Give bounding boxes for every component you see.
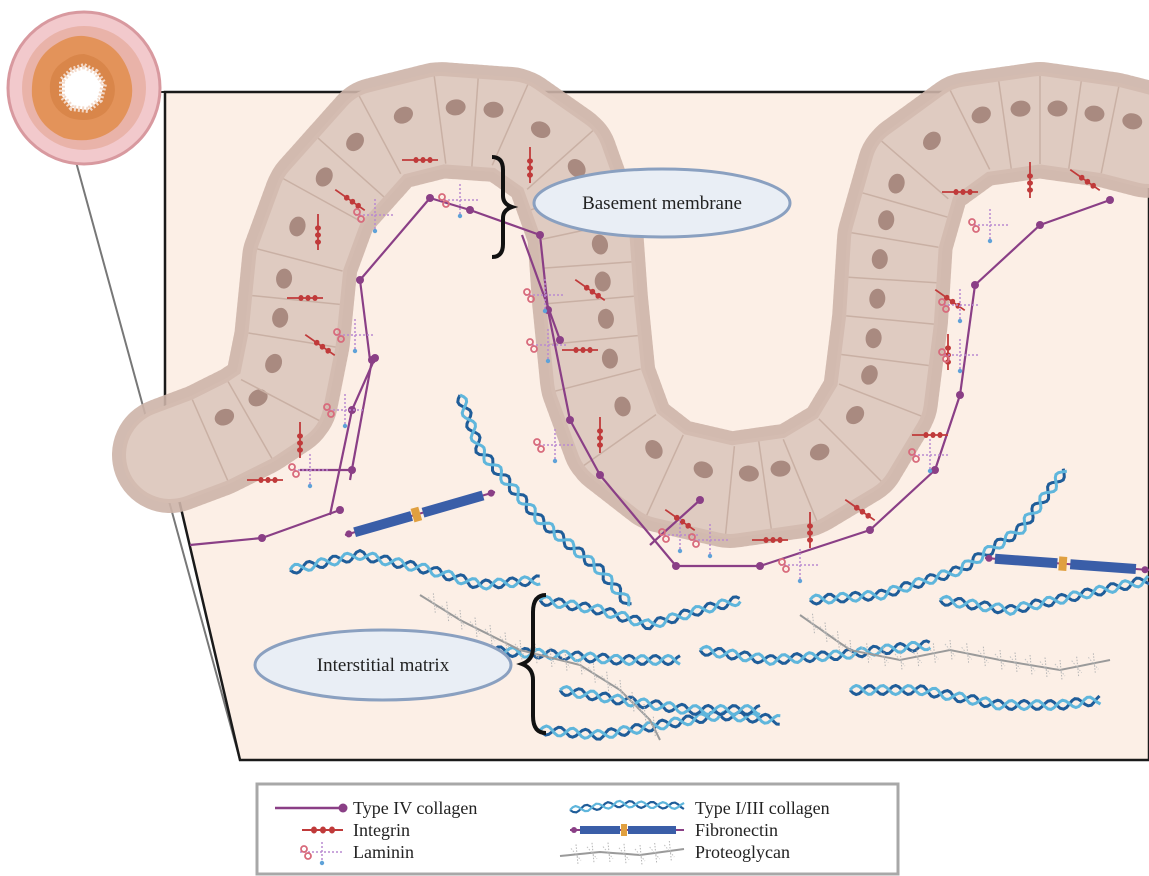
legend: Type IV collagen Integrin Laminin Type I…: [257, 784, 898, 874]
legend-fibronectin: Fibronectin: [695, 820, 778, 840]
interstitial-matrix-label: Interstitial matrix: [317, 655, 450, 676]
interstitial-matrix-callout: Interstitial matrix: [255, 630, 511, 700]
legend-type-iv-collagen: Type IV collagen: [353, 798, 477, 818]
intestine-cross-section-icon: [8, 12, 160, 164]
basement-membrane-callout: Basement membrane: [534, 169, 790, 237]
legend-laminin: Laminin: [353, 842, 414, 862]
basement-membrane-label: Basement membrane: [582, 193, 742, 214]
legend-integrin: Integrin: [353, 820, 410, 840]
legend-type-i-iii-collagen: Type I/III collagen: [695, 798, 830, 818]
legend-proteoglycan: Proteoglycan: [695, 842, 790, 862]
